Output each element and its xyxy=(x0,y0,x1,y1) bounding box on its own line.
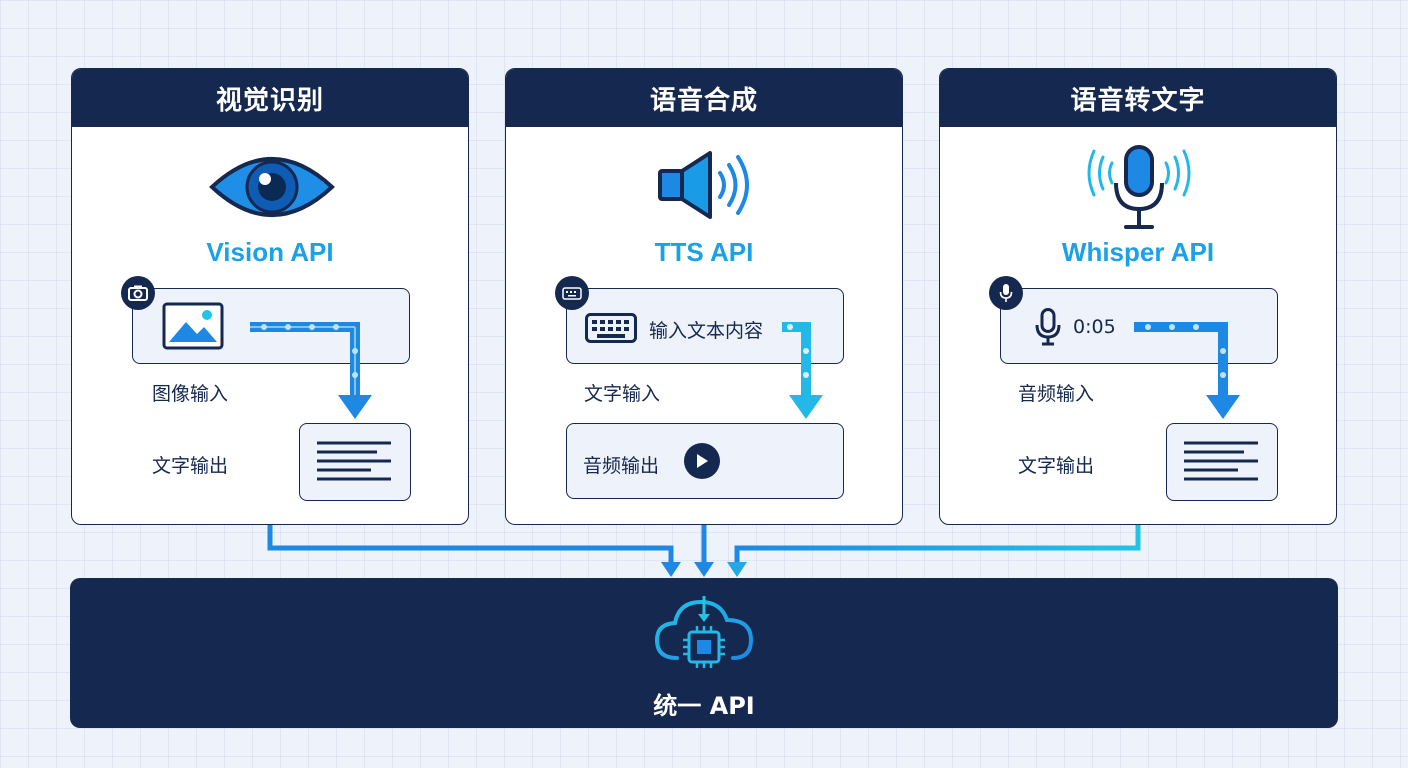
unified-api-bar: 统一 API xyxy=(70,578,1338,728)
tts-api-name: TTS API xyxy=(654,237,754,267)
tts-input-label: 文字输入 xyxy=(584,383,661,405)
whisper-input-label: 音频输入 xyxy=(1018,383,1095,405)
vision-input-label: 图像输入 xyxy=(152,383,229,405)
microphone-badge-icon xyxy=(989,276,1023,310)
tts-output-label: 音频输出 xyxy=(583,455,660,477)
whisper-text-output-box xyxy=(1166,423,1278,501)
whisper-panel: 语音转文字 Whisper API 0:05 音频输入 文字输出 xyxy=(939,68,1337,525)
keyboard-icon xyxy=(585,313,637,343)
vision-api-name: Vision API xyxy=(206,237,334,267)
keyboard-badge-icon xyxy=(555,276,589,310)
tts-panel: 语音合成 TTS API 输入文本内容 文字输入 xyxy=(505,68,903,525)
image-icon xyxy=(162,302,224,350)
unified-api-label: 统一 API xyxy=(653,692,755,720)
tts-flow-arrow xyxy=(782,322,823,419)
waveform-icon xyxy=(731,440,830,484)
text-output-box xyxy=(299,423,411,501)
whisper-output-label: 文字输出 xyxy=(1018,455,1095,477)
camera-icon xyxy=(121,276,155,310)
microphone-icon xyxy=(1087,145,1191,229)
audio-output-box: 音频输出 xyxy=(566,423,844,499)
whisper-panel-title: 语音转文字 xyxy=(940,69,1336,127)
vision-panel: 视觉识别 Vision API 图像输入 文字输出 xyxy=(71,68,469,525)
whisper-flow-arrow xyxy=(1134,322,1240,419)
tts-input-text: 输入文本内容 xyxy=(649,320,764,342)
speaker-icon xyxy=(658,151,749,219)
whisper-api-name: Whisper API xyxy=(1061,237,1215,267)
tts-panel-title: 语音合成 xyxy=(506,69,902,127)
vision-flow-arrow xyxy=(250,322,372,419)
play-button[interactable] xyxy=(684,443,720,479)
vision-output-label: 文字输出 xyxy=(152,455,229,477)
audio-duration: 0:05 xyxy=(1073,316,1116,338)
document-icon xyxy=(1184,441,1258,481)
vision-panel-title: 视觉识别 xyxy=(72,69,468,127)
cloud-chip-icon xyxy=(654,596,754,668)
small-microphone-icon xyxy=(1035,308,1061,346)
document-icon xyxy=(317,441,391,481)
eye-icon xyxy=(209,157,335,217)
play-icon xyxy=(697,454,708,468)
